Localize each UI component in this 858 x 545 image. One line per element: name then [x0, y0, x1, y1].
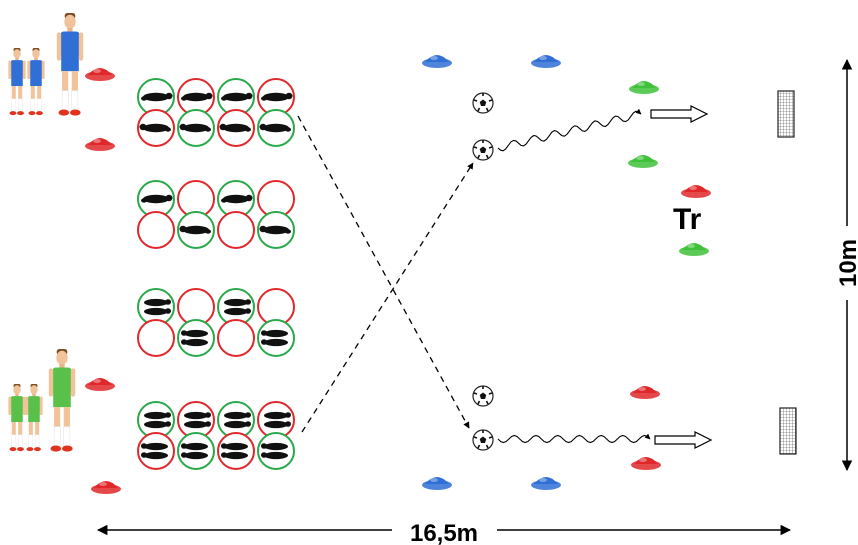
- footwork-ring: [137, 401, 175, 439]
- width-dimension: 16,5m: [96, 520, 792, 545]
- foot-icon: [141, 194, 173, 204]
- trainer-label: Tr: [673, 203, 702, 236]
- foot-icon: [139, 123, 171, 133]
- footwork-ring: [257, 401, 295, 439]
- foot-icon: [261, 92, 293, 102]
- footwork-ring: [137, 78, 175, 116]
- footwork-ring: [137, 109, 175, 147]
- foot-icon: [144, 411, 171, 429]
- run-arrow-bottom: [654, 431, 713, 449]
- foot-icon: [221, 442, 248, 460]
- footwork-ring: [217, 78, 255, 116]
- footwork-ring: [217, 211, 255, 249]
- red-cone: [85, 378, 115, 391]
- foot-icon: [261, 329, 288, 347]
- footwork-ladders: [137, 78, 295, 470]
- green-cone: [679, 243, 709, 256]
- footwork-ring: [257, 78, 295, 116]
- foot-icon: [261, 442, 288, 460]
- dribble-path-top: [497, 108, 642, 152]
- red-cone: [85, 68, 115, 81]
- footwork-ring: [177, 401, 215, 439]
- footwork-ring: [217, 109, 255, 147]
- mini-goal-top: [777, 90, 795, 138]
- movement-paths: [297, 105, 713, 449]
- dribble-path-bottom: [497, 433, 651, 444]
- foot-icon: [259, 225, 291, 235]
- foot-icon: [181, 329, 208, 347]
- foot-icon: [219, 123, 251, 133]
- soccer-ball-icon: [472, 139, 494, 161]
- red-cone: [681, 185, 711, 198]
- pass-path-down: [297, 115, 470, 429]
- foot-icon: [181, 442, 208, 460]
- footwork-ring: [217, 401, 255, 439]
- foot-icon: [224, 411, 251, 429]
- footwork-grid: [137, 78, 295, 147]
- balls: [472, 92, 494, 451]
- footwork-grid: [137, 180, 295, 249]
- red-cone: [85, 138, 115, 151]
- footwork-ring: [137, 180, 175, 218]
- soccer-ball-icon: [472, 385, 494, 407]
- footwork-ring: [257, 109, 295, 147]
- foot-icon: [141, 92, 173, 102]
- players: [8, 13, 84, 452]
- blue-cone: [531, 477, 561, 490]
- footwork-grid: [137, 401, 295, 470]
- footwork-ring: [177, 211, 215, 249]
- red-cone: [631, 457, 661, 470]
- player-icon: [8, 48, 26, 116]
- red-cone: [630, 386, 660, 399]
- footwork-ring: [137, 319, 175, 357]
- player-icon: [27, 48, 45, 116]
- foot-icon: [141, 442, 168, 460]
- footwork-ring: [177, 432, 215, 470]
- cones: [85, 55, 711, 494]
- run-arrow-top: [650, 105, 709, 123]
- player-icon: [48, 349, 76, 452]
- footwork-grid: [137, 288, 295, 357]
- foot-icon: [184, 411, 211, 429]
- foot-icon: [259, 123, 291, 133]
- player-icon: [56, 13, 84, 116]
- width-dimension-label: 16,5m: [410, 520, 478, 545]
- footwork-ring: [137, 211, 175, 249]
- blue-cone: [422, 55, 452, 68]
- blue-cone: [531, 55, 561, 68]
- height-dimension: 10m: [835, 58, 858, 472]
- foot-icon: [221, 194, 253, 204]
- green-cone: [628, 155, 658, 168]
- footwork-ring: [137, 288, 175, 326]
- foot-icon: [179, 225, 211, 235]
- foot-icon: [144, 298, 171, 316]
- foot-icon: [179, 123, 211, 133]
- footwork-ring: [257, 319, 295, 357]
- footwork-ring: [177, 78, 215, 116]
- pass-path-up: [301, 162, 474, 433]
- soccer-ball-icon: [472, 429, 494, 451]
- footwork-ring: [257, 432, 295, 470]
- player-icon: [8, 384, 26, 452]
- foot-icon: [264, 411, 291, 429]
- footwork-ring: [217, 319, 255, 357]
- player-icon: [25, 384, 43, 452]
- soccer-ball-icon: [472, 92, 494, 114]
- footwork-ring: [217, 288, 255, 326]
- footwork-ring: [217, 432, 255, 470]
- foot-icon: [181, 92, 213, 102]
- footwork-ring: [177, 109, 215, 147]
- footwork-ring: [257, 211, 295, 249]
- footwork-ring: [177, 319, 215, 357]
- red-cone: [91, 481, 121, 494]
- footwork-ring: [137, 432, 175, 470]
- height-dimension-label: 10m: [835, 239, 858, 287]
- blue-cone: [422, 477, 452, 490]
- mini-goal-bottom: [779, 407, 797, 455]
- foot-icon: [221, 92, 253, 102]
- foot-icon: [224, 298, 251, 316]
- green-cone: [629, 81, 659, 94]
